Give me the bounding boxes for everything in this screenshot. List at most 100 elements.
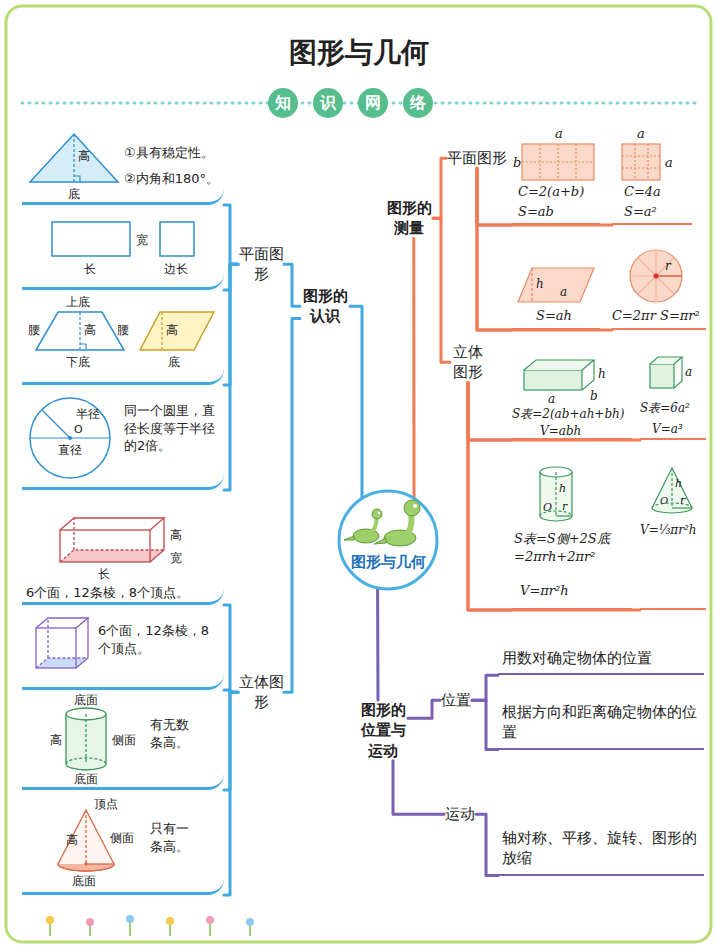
sub-node: 立体图形	[450, 342, 486, 383]
figure-label: 底面	[72, 873, 96, 889]
branch-connector	[224, 264, 238, 490]
branch-connector	[468, 383, 640, 441]
figure-label: h	[675, 477, 682, 492]
figure-panel: 半径O直径同一个圆里，直径长度等于半径的2倍。	[22, 385, 224, 490]
formula-panel: aaC=4aS=a²	[612, 124, 692, 225]
figure-label: 高	[170, 527, 182, 543]
leaf-node: 用数对确定物体的位置	[498, 646, 704, 675]
formula-panel: habS表=2(ab+ah+bh)V=abh	[512, 344, 632, 440]
figure-label: 边长	[164, 261, 188, 277]
figure-label: r	[665, 258, 671, 274]
branch-connector	[433, 218, 450, 362]
figure-label: 宽	[136, 232, 148, 248]
flowers	[46, 915, 254, 936]
figure-panel: 宽长 边长	[22, 205, 224, 290]
figure-label: a	[555, 125, 563, 143]
figure-label: V=a³	[652, 421, 683, 437]
figure-panel: 高宽长6个面，12条棱，8个顶点。	[22, 495, 224, 605]
branch-connector	[393, 761, 444, 814]
figure-panel: 顶点高侧面底面只有一条高。	[22, 790, 224, 895]
figure-label: C=2πr	[612, 307, 656, 325]
branch-connector	[477, 168, 512, 330]
center-circle: 图形与几何	[336, 488, 440, 592]
figure-label: S=a²	[624, 203, 657, 221]
figure-label: S=πr²	[660, 307, 700, 325]
figure-label: b	[513, 154, 521, 172]
node-text: 用数对确定物体的位置	[502, 648, 704, 668]
figure-label: 下底	[66, 354, 90, 370]
figure-label: 高	[66, 832, 78, 848]
figure-label: O	[660, 494, 668, 508]
branch-connector	[472, 700, 498, 749]
formula-panel: aS表=6a²V=a³	[640, 344, 706, 440]
branch-connector	[472, 675, 498, 700]
figure-label: S=ab	[518, 203, 554, 221]
panel-text: S表=2(ab+ah+bh)	[512, 406, 630, 422]
node-text: 图形与几何	[336, 552, 440, 572]
figure-label: a	[637, 125, 645, 143]
node-text: 根据方向和距离确定物体的位置	[502, 702, 704, 743]
branch-connector	[477, 168, 512, 225]
figure-label: V=πr²h	[520, 582, 569, 600]
branch-connector	[284, 318, 300, 692]
node-text: 图形的位置与运动	[358, 700, 408, 761]
figure-label: V=⅓πr²h	[640, 522, 697, 538]
branch-connector	[412, 239, 415, 499]
figure-label: V=abh	[540, 423, 581, 439]
measure-figures	[518, 144, 682, 302]
figure-label: 高	[166, 322, 178, 338]
figure-label: O	[543, 501, 552, 516]
node-text: 平面图形	[446, 148, 508, 168]
formula-panel: hOrS表=S侧+2S底 =2πrh+2πr²V=πr²h	[512, 454, 632, 610]
figure-label: C=2(a+b)	[518, 183, 584, 201]
node-text: 平面图形	[238, 244, 284, 285]
node-text: 运动	[444, 804, 476, 824]
branch-node: 图形的位置与运动	[358, 700, 408, 761]
figure-label: 底面	[74, 771, 98, 787]
figure-label: 侧面	[112, 732, 136, 748]
page-frame	[6, 6, 711, 942]
branch-connector	[476, 814, 498, 875]
node-text: 图形的测量	[385, 198, 433, 239]
figure-label: 直径	[58, 442, 82, 458]
formula-panel: a bC=2(a+b) S=ab	[512, 124, 600, 225]
branch-connector	[468, 383, 512, 441]
figure-label: b	[590, 388, 598, 404]
node-text: 轴对称、平移、旋转、图形的放缩	[502, 828, 704, 869]
leaf-node: 轴对称、平移、旋转、图形的放缩	[498, 826, 704, 876]
badge-label: 识	[313, 88, 343, 118]
sub-node: 运动	[444, 804, 476, 824]
branch-connector	[224, 205, 238, 264]
branch-connector	[477, 168, 612, 330]
panel-text: S表=S侧+2S底 =2πrh+2πr²	[514, 530, 632, 565]
figure-label: 底	[168, 354, 180, 370]
figure-label: S=ah	[536, 307, 572, 325]
figure-label: 高	[50, 732, 62, 748]
figure-label: 长	[84, 261, 96, 277]
branch-connector	[224, 692, 238, 895]
panel-text: 6个面，12条棱，8个顶点。	[26, 584, 222, 602]
figure-label: 顶点	[94, 796, 118, 812]
panel-text: 有无数条高。	[150, 716, 194, 751]
title: 图形与几何	[0, 34, 717, 72]
branch-connector	[224, 605, 238, 692]
panel-text: 6个面，12条棱，8个顶点。	[98, 622, 216, 657]
figure-panel: 6个面，12条棱，8个顶点。	[22, 605, 224, 690]
figure-label: a	[665, 154, 673, 172]
branch-node: 图形的测量	[385, 198, 433, 239]
branch-connector	[477, 168, 612, 225]
formula-panel: hOrV=⅓πr²h	[640, 454, 706, 610]
figure-label: O	[74, 423, 83, 438]
branch-connector	[376, 589, 379, 700]
badge-label: 络	[403, 88, 433, 118]
center-circle-shape	[336, 488, 440, 592]
leaf-node: 根据方向和距离确定物体的位置	[498, 700, 704, 750]
title-badges	[268, 88, 433, 118]
figure-panel: 上底腰高腰下底高底	[22, 290, 224, 385]
figure-label: a	[548, 391, 555, 407]
figure-panel: 底面高侧面底面有无数条高。	[22, 690, 224, 790]
figure-label: h	[536, 276, 544, 292]
figure-label: h	[559, 482, 566, 497]
sub-node: 立体图形	[238, 672, 284, 713]
sub-node: 平面图形	[446, 148, 508, 168]
